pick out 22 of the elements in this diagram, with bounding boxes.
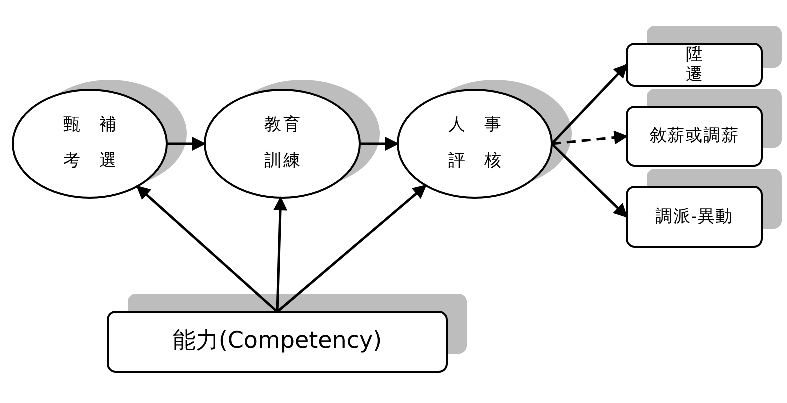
node-label: 陞遷 (684, 44, 758, 86)
node-label: 敘薪或調薪 (650, 126, 740, 147)
node-label: 能力(Competency) (172, 328, 382, 356)
node-label: 人事評核 (448, 114, 520, 173)
arrow (274, 196, 288, 312)
arrow (360, 137, 400, 151)
process-box (626, 106, 763, 167)
process-box (626, 43, 763, 87)
process-circle (12, 89, 168, 199)
node-label: 調派-異動 (656, 206, 734, 228)
arrow (136, 186, 278, 313)
process-circle (204, 89, 361, 199)
arrow (552, 130, 628, 146)
arrow (551, 64, 628, 145)
arrow (551, 143, 628, 218)
node-label: 甄補考選 (62, 114, 136, 173)
process-box (626, 186, 763, 248)
process-circle (397, 89, 553, 199)
arrow (167, 137, 206, 151)
process-box (107, 311, 448, 373)
arrow (276, 184, 428, 313)
node-label: 教育訓練 (264, 114, 302, 173)
